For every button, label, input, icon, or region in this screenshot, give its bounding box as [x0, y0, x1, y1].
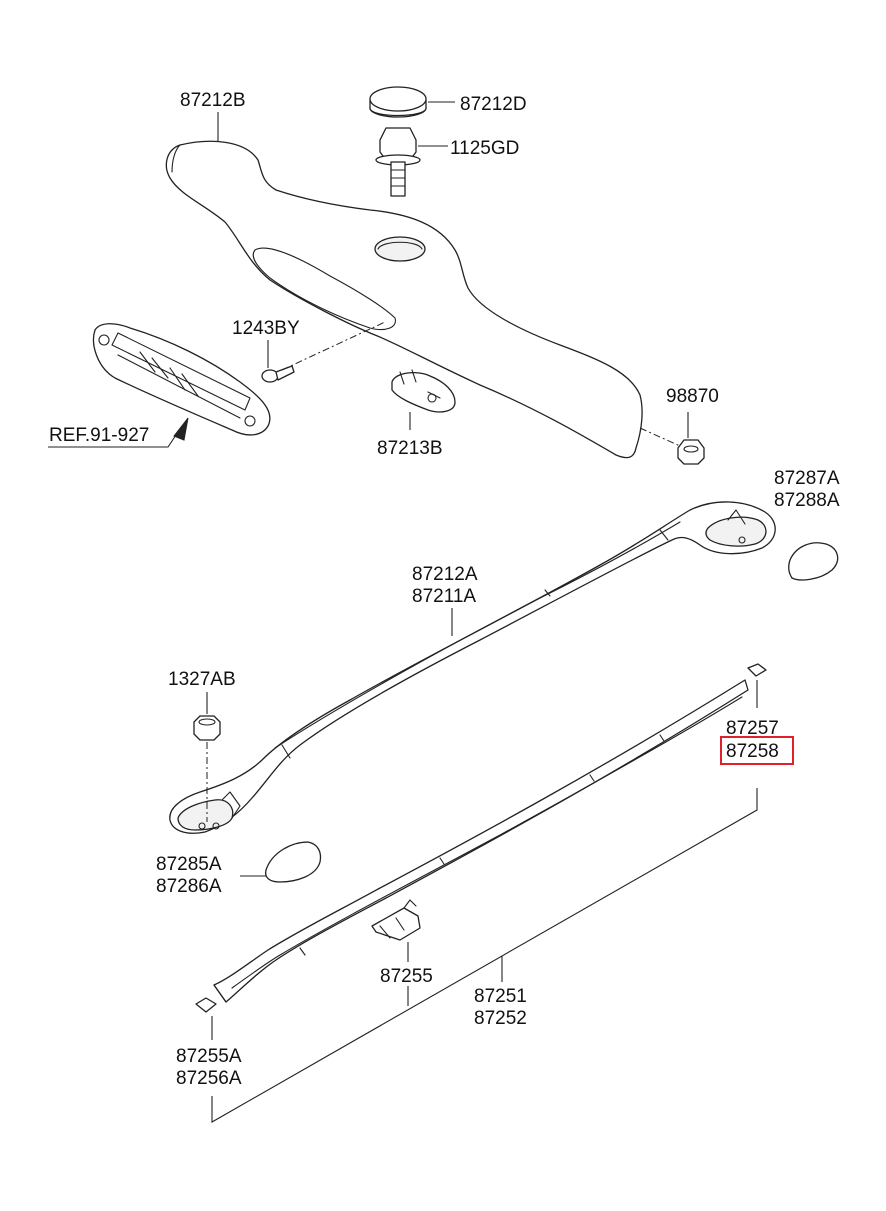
cap-87212D: [369, 86, 427, 118]
ref-plate: [92, 323, 271, 436]
leader-lines: [48, 101, 758, 1123]
roof-rail-87212A: [169, 501, 776, 834]
end-cover-87287A: [788, 542, 839, 581]
label-87257[interactable]: 87257: [726, 718, 779, 739]
label-87213B[interactable]: 87213B: [377, 438, 443, 459]
label-87212B[interactable]: 87212B: [180, 90, 246, 111]
assembly-line-screw: [281, 321, 386, 371]
label-87255A[interactable]: 87255A: [176, 1046, 242, 1067]
highlight-box-87258: [720, 736, 794, 765]
label-87251[interactable]: 87251: [474, 986, 527, 1007]
ref-arrow-icon: [173, 417, 189, 441]
clip-87257: [747, 663, 767, 677]
label-87212A[interactable]: 87212A: [412, 564, 478, 585]
nut-1327AB: [193, 715, 221, 741]
label-87288A[interactable]: 87288A: [774, 490, 840, 511]
label-98870[interactable]: 98870: [666, 386, 719, 407]
label-87287A[interactable]: 87287A: [774, 468, 840, 489]
bolt-1125GD: [375, 127, 421, 197]
label-1125GD[interactable]: 1125GD: [450, 138, 519, 159]
clip-87213B: [391, 369, 456, 413]
label-87255[interactable]: 87255: [380, 966, 433, 987]
label-ref-91-927[interactable]: REF.91-927: [49, 425, 149, 446]
end-cover-87285A: [264, 841, 322, 883]
nut-98870: [677, 439, 705, 465]
label-87212D[interactable]: 87212D: [460, 94, 527, 115]
label-87258[interactable]: 87258: [726, 741, 779, 762]
label-1243BY[interactable]: 1243BY: [232, 318, 300, 339]
label-87252[interactable]: 87252: [474, 1008, 527, 1029]
label-87211A[interactable]: 87211A: [412, 586, 476, 607]
label-1327AB[interactable]: 1327AB: [168, 669, 236, 690]
label-87286A[interactable]: 87286A: [156, 876, 222, 897]
clip-87255A: [195, 997, 217, 1013]
cross-bar-87212B: [165, 140, 643, 459]
label-87285A[interactable]: 87285A: [156, 854, 222, 875]
assembly-line-nut: [639, 427, 681, 447]
molding-87251: [213, 679, 749, 1003]
clip-87255: [371, 899, 421, 941]
label-87256A[interactable]: 87256A: [176, 1068, 242, 1089]
screw-1243BY: [261, 365, 295, 383]
